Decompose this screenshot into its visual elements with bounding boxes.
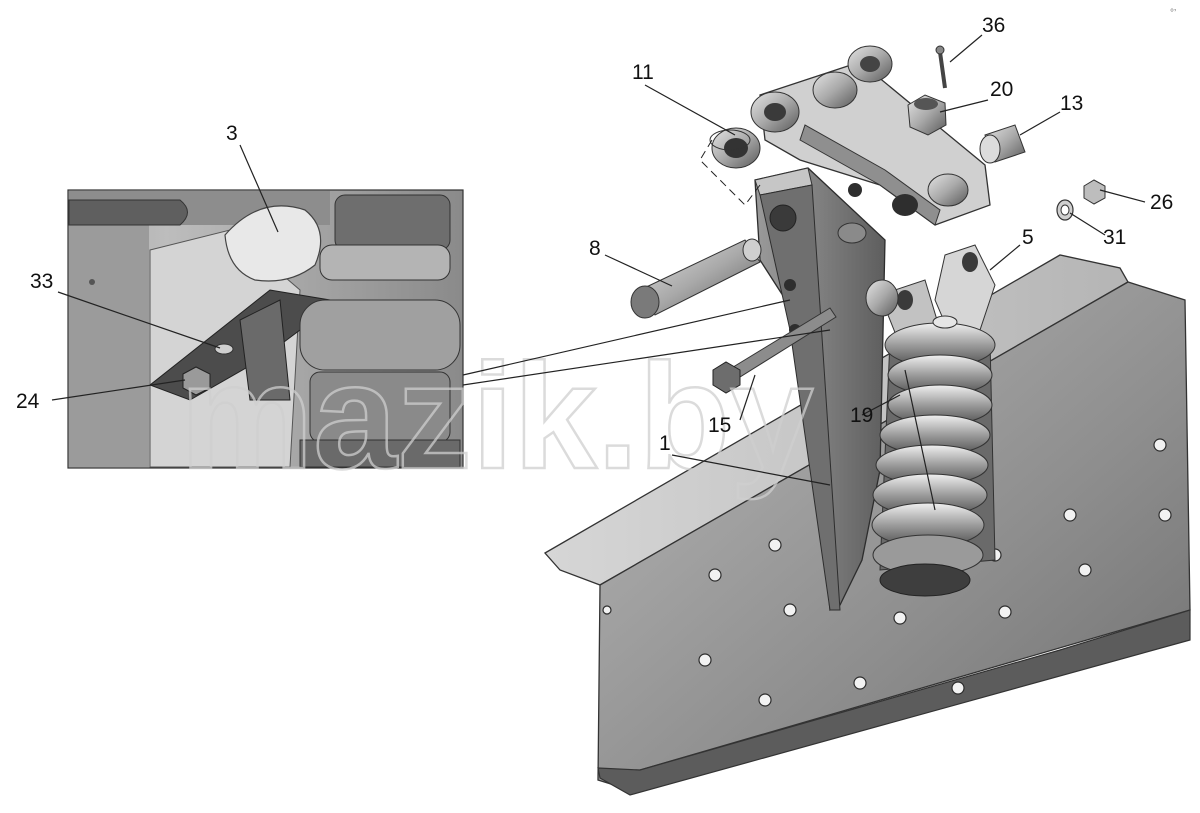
watermark: mazik.by xyxy=(180,332,814,500)
leader-13 xyxy=(1019,111,1061,136)
leader-26 xyxy=(1099,189,1146,203)
callout-3: 3 xyxy=(226,122,238,145)
leader-5 xyxy=(989,244,1021,271)
bolt-15 xyxy=(712,307,837,394)
callout-labels: 3 33 24 11 36 20 13 26 31 5 8 15 19 1 xyxy=(16,14,1173,455)
leader-20 xyxy=(939,99,989,113)
leader-11 xyxy=(644,84,736,136)
leader-1 xyxy=(671,454,831,486)
callout-11: 11 xyxy=(632,61,654,84)
spring-projection xyxy=(904,369,936,511)
callout-5: 5 xyxy=(1022,226,1034,249)
bushing-right xyxy=(847,45,893,83)
callout-31: 31 xyxy=(1103,226,1126,249)
nut-26 xyxy=(1083,179,1106,205)
callout-20: 20 xyxy=(990,78,1013,101)
callout-1: 1 xyxy=(659,432,671,455)
leader-31 xyxy=(1069,212,1106,236)
washer-31 xyxy=(1056,199,1074,221)
nut-20 xyxy=(907,94,947,136)
leader-15 xyxy=(739,374,756,421)
spring-19 xyxy=(871,315,996,597)
leader-8 xyxy=(604,254,673,287)
pin-8 xyxy=(630,238,762,319)
detail-inset xyxy=(67,189,464,469)
callout-13: 13 xyxy=(1060,92,1083,115)
leader-33 xyxy=(57,291,221,349)
top-cradle xyxy=(699,45,991,226)
callout-26: 26 xyxy=(1150,191,1173,214)
callout-8: 8 xyxy=(589,237,601,260)
leader-3 xyxy=(239,144,279,233)
callout-36: 36 xyxy=(982,14,1005,37)
inset-projection-2 xyxy=(462,329,831,386)
upright-bracket xyxy=(754,167,886,612)
callout-15: 15 xyxy=(708,414,731,437)
bushing-13 xyxy=(979,124,1026,164)
upper-eye-5 xyxy=(865,244,996,346)
leader-lines xyxy=(51,34,1146,511)
callout-19: 19 xyxy=(850,404,873,427)
cotter-pin-36 xyxy=(935,45,947,89)
callout-33: 33 xyxy=(30,270,53,293)
leader-19 xyxy=(861,394,901,416)
bushing-left xyxy=(709,127,761,169)
frame-holes xyxy=(602,438,1172,707)
callout-24: 24 xyxy=(16,390,40,413)
leader-36 xyxy=(949,34,983,63)
inset-projection xyxy=(462,299,791,376)
leader-24 xyxy=(51,379,186,401)
corner-mark: °’ xyxy=(1170,8,1176,19)
